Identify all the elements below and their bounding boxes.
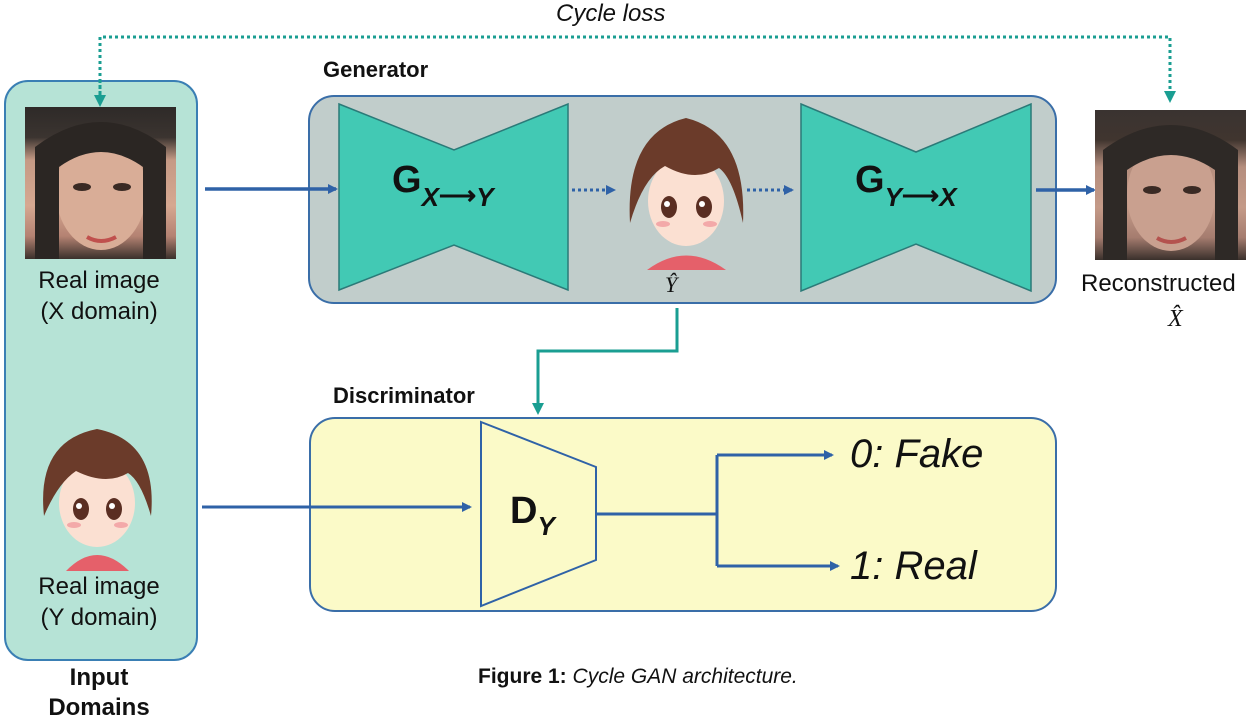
real-face-x-image bbox=[25, 107, 176, 259]
reconstructed-face-image bbox=[1095, 110, 1246, 260]
dy-sub: Y bbox=[537, 511, 555, 541]
input-domains-title: Input Domains bbox=[4, 663, 194, 723]
output-fake-label: 0: Fake bbox=[850, 432, 984, 476]
input-domains-line2: Domains bbox=[48, 694, 150, 721]
figure-caption: Figure 1: Cycle GAN architecture. bbox=[478, 665, 798, 689]
yhat-label: Ŷ bbox=[665, 272, 678, 297]
arrow-yhat-to-discriminator bbox=[532, 308, 679, 415]
real-anime-face-y-image bbox=[36, 421, 159, 571]
input-domains-line1: Input bbox=[69, 664, 129, 691]
gxy-to: Y bbox=[476, 182, 494, 212]
dy-main: D bbox=[510, 490, 538, 532]
real-image-y-caption: Real image (Y domain) bbox=[4, 571, 194, 633]
discriminator-shape bbox=[480, 420, 597, 608]
figure-caption-label: Figure 1: bbox=[478, 665, 567, 688]
generated-anime-face-image bbox=[625, 113, 748, 270]
real-image-x-caption: Real image (X domain) bbox=[4, 265, 194, 327]
generator-gyx-shape bbox=[800, 102, 1032, 293]
gxy-from: X bbox=[421, 182, 439, 212]
cycle-loss-path bbox=[98, 35, 1176, 103]
gyx-main: G bbox=[855, 159, 885, 201]
gxy-arrow: ⟶ bbox=[438, 180, 477, 210]
output-real-label: 1: Real bbox=[850, 544, 977, 588]
gyx-arrow: ⟶ bbox=[901, 180, 940, 210]
figure-caption-text: Cycle GAN architecture. bbox=[572, 665, 798, 688]
cycle-loss-label: Cycle loss bbox=[556, 0, 666, 27]
discriminator-title: Discriminator bbox=[333, 383, 475, 408]
generator-gyx-label: GY⟶X bbox=[855, 159, 957, 212]
reconstructed-label: Reconstructed bbox=[1081, 270, 1236, 297]
gyx-to: X bbox=[939, 182, 957, 212]
real-image-y-line1: Real image bbox=[38, 573, 160, 600]
gyx-from: Y bbox=[884, 182, 902, 212]
gxy-main: G bbox=[392, 159, 422, 201]
real-image-x-line1: Real image bbox=[38, 267, 160, 294]
generator-gxy-shape bbox=[338, 102, 569, 292]
real-image-y-line2: (Y domain) bbox=[40, 604, 158, 631]
discriminator-dy-label: DY bbox=[510, 490, 555, 541]
real-image-x-line2: (X domain) bbox=[40, 298, 158, 325]
generator-title: Generator bbox=[323, 57, 429, 82]
generator-gxy-label: GX⟶Y bbox=[392, 159, 494, 212]
reconstructed-symbol: X̂ bbox=[1168, 306, 1183, 332]
